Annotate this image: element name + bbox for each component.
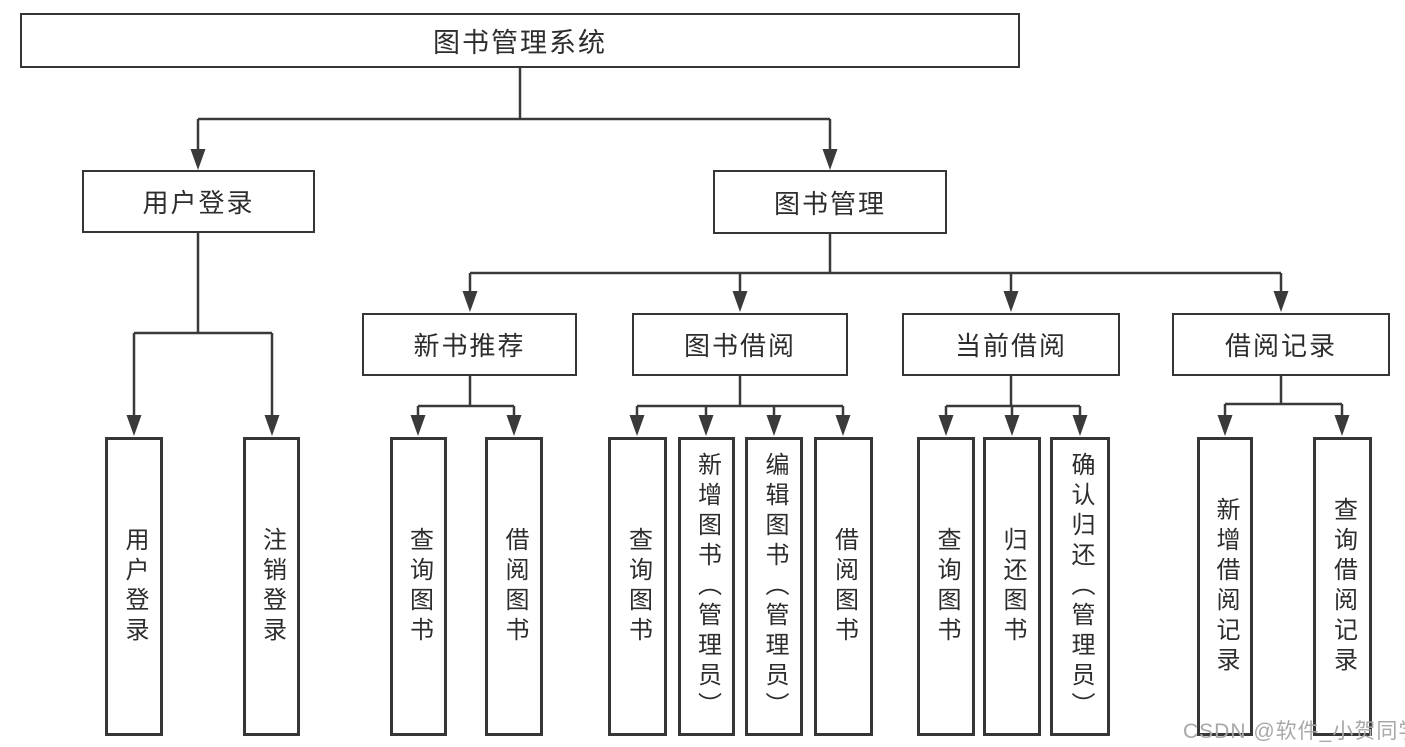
leaf-query-books-recommend: 查询图书 — [390, 437, 447, 736]
leaf-query-borrow-record-label: 查询借阅记录 — [1329, 496, 1357, 677]
leaf-return-books: 归还图书 — [983, 437, 1041, 736]
leaf-user-login-label: 用户登录 — [121, 526, 148, 647]
csdn-watermark: CSDN @软件_小贺同学 — [1183, 720, 1405, 743]
node-book-borrowing: 图书借阅 — [632, 313, 848, 376]
leaf-query-books-recommend-label: 查询图书 — [405, 526, 433, 647]
leaf-edit-book-admin-label: 编辑图书（管理员） — [761, 451, 788, 722]
leaf-query-books-borrow-label: 查询图书 — [624, 526, 652, 647]
leaf-logout-label: 注销登录 — [258, 526, 286, 647]
leaf-confirm-return-admin: 确认归还（管理员） — [1050, 437, 1110, 736]
leaf-confirm-return-admin-label: 确认归还（管理员） — [1067, 451, 1094, 722]
leaf-borrow-books-recommend: 借阅图书 — [485, 437, 543, 736]
leaf-borrow-books-recommend-label: 借阅图书 — [501, 526, 528, 647]
connector-lines — [132, 68, 1344, 416]
node-current-borrowing: 当前借阅 — [902, 313, 1120, 376]
leaf-logout: 注销登录 — [243, 437, 300, 736]
leaf-query-borrow-record: 查询借阅记录 — [1313, 437, 1372, 736]
leaf-query-books-current-label: 查询图书 — [933, 526, 960, 647]
leaf-user-login: 用户登录 — [105, 437, 163, 736]
leaf-edit-book-admin: 编辑图书（管理员） — [745, 437, 803, 736]
arrowhead-triangles — [126, 149, 1350, 436]
node-book-management: 图书管理 — [713, 170, 947, 234]
leaf-return-books-label: 归还图书 — [999, 526, 1026, 647]
leaf-add-borrow-record: 新增借阅记录 — [1197, 437, 1253, 736]
leaf-borrow-books-borrow: 借阅图书 — [814, 437, 873, 736]
node-borrowing-records: 借阅记录 — [1172, 313, 1390, 376]
leaf-add-book-admin: 新增图书（管理员） — [678, 437, 735, 736]
node-library-management-system: 图书管理系统 — [20, 13, 1020, 68]
leaf-borrow-books-borrow-label: 借阅图书 — [830, 526, 858, 647]
leaf-add-book-admin-label: 新增图书（管理员） — [693, 451, 721, 722]
node-new-book-recommend: 新书推荐 — [362, 313, 577, 376]
leaf-add-borrow-record-label: 新增借阅记录 — [1212, 496, 1239, 677]
leaf-query-books-borrow: 查询图书 — [608, 437, 667, 736]
node-user-login: 用户登录 — [82, 170, 315, 233]
leaf-query-books-current: 查询图书 — [917, 437, 975, 736]
